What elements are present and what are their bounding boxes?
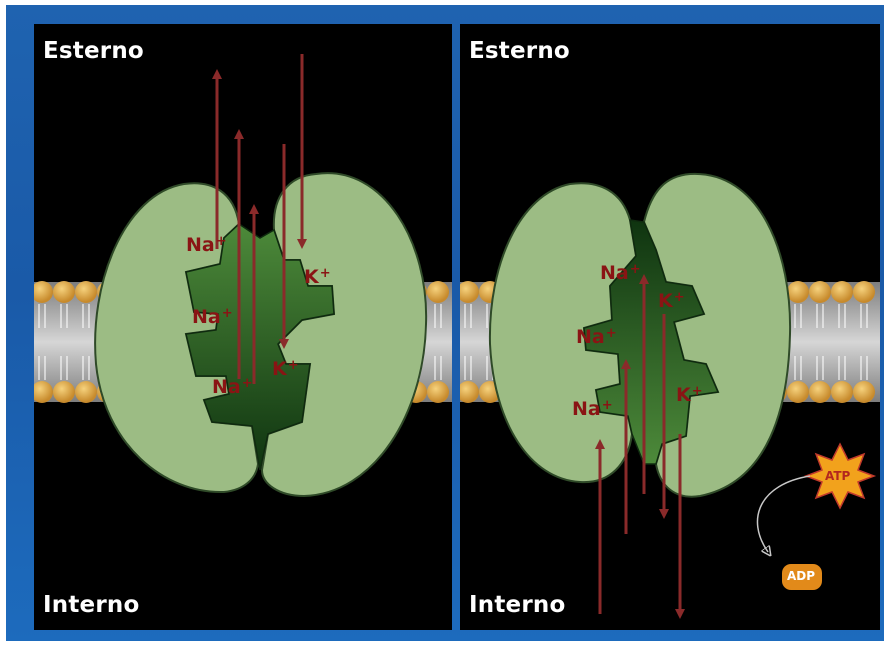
outside-label: Esterno [43, 38, 144, 64]
sodium-ion-label: Na+ [576, 324, 617, 347]
phospholipid-head [809, 381, 831, 403]
inside-label: Interno [43, 592, 139, 618]
sodium-ion-label: Na+ [572, 396, 613, 419]
phospholipid-head [787, 281, 809, 303]
inside-label: Interno [469, 592, 565, 618]
sodium-ion-label: Na+ [600, 260, 641, 283]
phospholipid-head [853, 381, 875, 403]
phospholipid-head [427, 281, 449, 303]
phospholipid-head [809, 281, 831, 303]
potassium-ion-label: K+ [676, 382, 703, 405]
sodium-ion-label: Na+ [192, 304, 233, 327]
right-panel-inward-open: Esterno Interno Na+ Na+ Na+ K+ K+ ATP AD… [460, 24, 880, 630]
sodium-ion-label: Na+ [186, 232, 227, 255]
left-panel-outward-open: Esterno Interno Na+ Na+ Na+ K+ K+ [34, 24, 452, 630]
diagram-frame: Esterno Interno Na+ Na+ Na+ K+ K+ [6, 5, 884, 641]
potassium-ion-label: K+ [304, 264, 331, 287]
phospholipid-head [427, 381, 449, 403]
adp-label: ADP [787, 569, 815, 583]
phospholipid-head [831, 381, 853, 403]
phospholipid-head [75, 281, 97, 303]
phospholipid-head [787, 381, 809, 403]
potassium-ion-label: K+ [272, 356, 299, 379]
phospholipid-head [831, 281, 853, 303]
phospholipid-head [75, 381, 97, 403]
atp-to-adp-arrow [757, 476, 810, 552]
atp-label: ATP [825, 469, 850, 483]
phospholipid-head [853, 281, 875, 303]
phospholipid-head [53, 281, 75, 303]
phospholipid-head [53, 381, 75, 403]
sodium-ion-label: Na+ [212, 374, 253, 397]
potassium-ion-label: K+ [658, 288, 685, 311]
outside-label: Esterno [469, 38, 570, 64]
